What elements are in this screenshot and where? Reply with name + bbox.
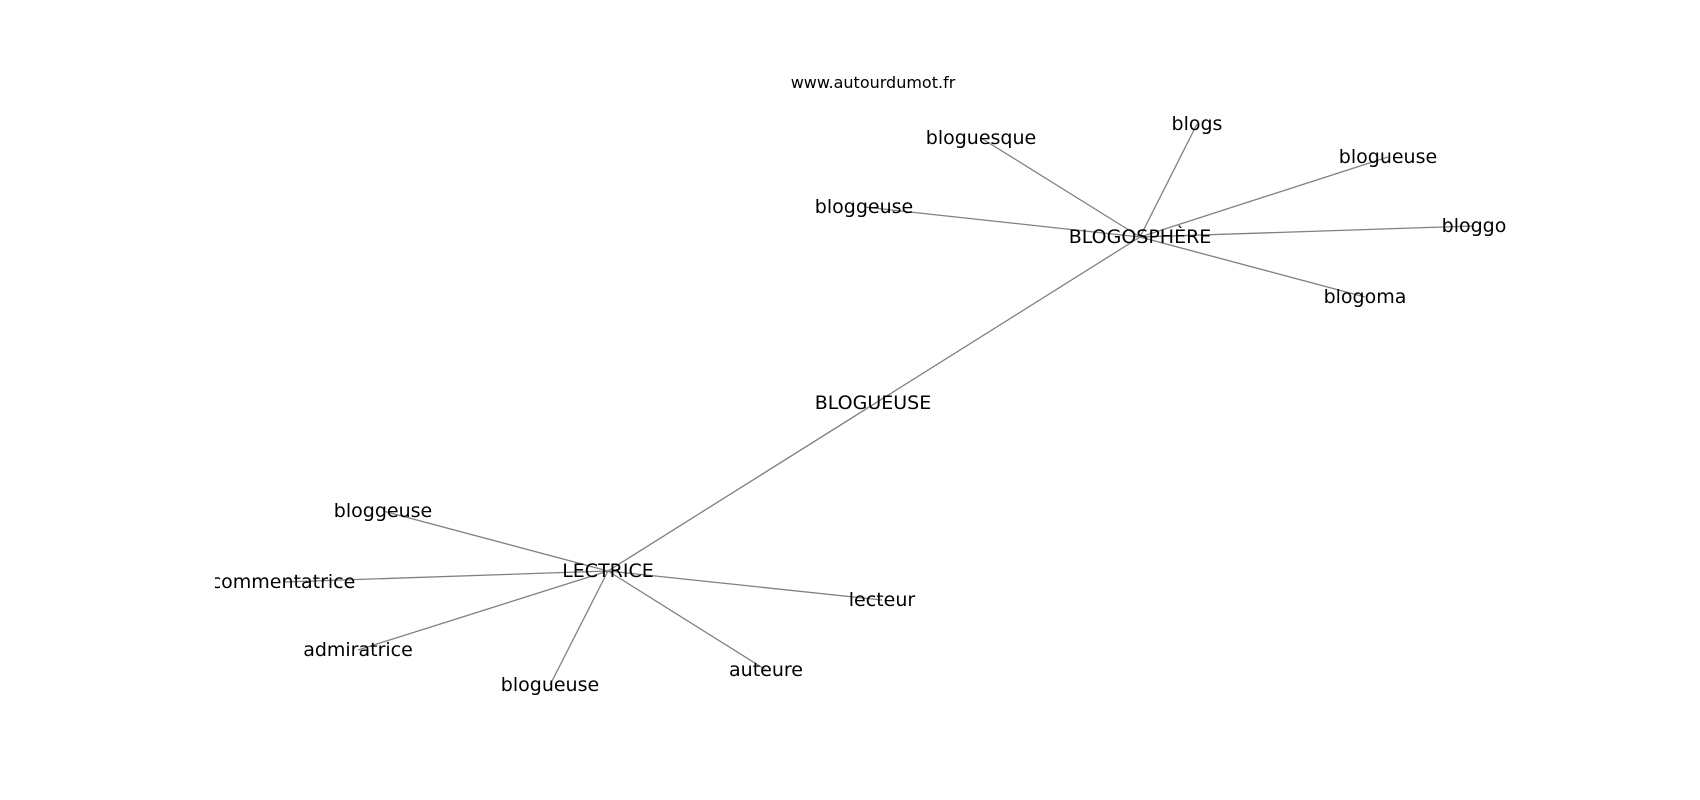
edge-lectrice-admiratrice [357, 570, 609, 651]
node-blogoma[interactable]: blogoma [1324, 286, 1407, 308]
node-bloggeuse-top[interactable]: bloggeuse [815, 196, 913, 218]
node-admiratrice[interactable]: admiratrice [303, 639, 413, 661]
node-lecteur[interactable]: lecteur [849, 589, 916, 611]
edge-blogosphere-blogueuse_top [1139, 156, 1389, 238]
graph-nodes: BLOGUEUSE BLOGOSPHÈRE LECTRICE bloguesque bl… [211, 113, 1507, 696]
edge-blogosphere-bloguesque [980, 137, 1141, 238]
edge-blogosphere-bloggo [1139, 225, 1475, 238]
edge-lectrice-auteure [607, 570, 767, 671]
node-bloguesque[interactable]: bloguesque [926, 127, 1036, 149]
graph-edges [282, 123, 1475, 686]
edge-lectrice-blogueuse_bottom [549, 570, 609, 686]
edge-lectrice-commentatrice [282, 570, 609, 583]
node-bloggo[interactable]: bloggo [1442, 215, 1507, 237]
node-blogueuse-bottom[interactable]: blogueuse [501, 674, 599, 696]
edge-lectrice-lecteur [607, 570, 883, 601]
edge-lectrice-bloggeuse_bottom [382, 510, 609, 572]
node-blogueuse-center[interactable]: BLOGUEUSE [815, 392, 932, 414]
edge-blogosphere-bloggeuse_top [863, 206, 1141, 238]
node-blogosphere[interactable]: BLOGOSPHÈRE [1069, 225, 1212, 248]
edge-lectrice-blogosphere [607, 236, 1141, 572]
site-url-label: www.autourdumot.fr [791, 73, 956, 92]
node-blogueuse-top[interactable]: blogueuse [1339, 146, 1437, 168]
node-blogs[interactable]: blogs [1172, 113, 1223, 135]
edge-blogosphere-blogs [1139, 123, 1198, 238]
node-commentatrice[interactable]: commentatrice [211, 571, 356, 593]
edge-blogosphere-blogoma [1139, 236, 1366, 298]
node-lectrice[interactable]: LECTRICE [562, 560, 654, 582]
node-bloggeuse-bottom[interactable]: bloggeuse [334, 500, 432, 522]
node-auteure[interactable]: auteure [729, 659, 803, 681]
